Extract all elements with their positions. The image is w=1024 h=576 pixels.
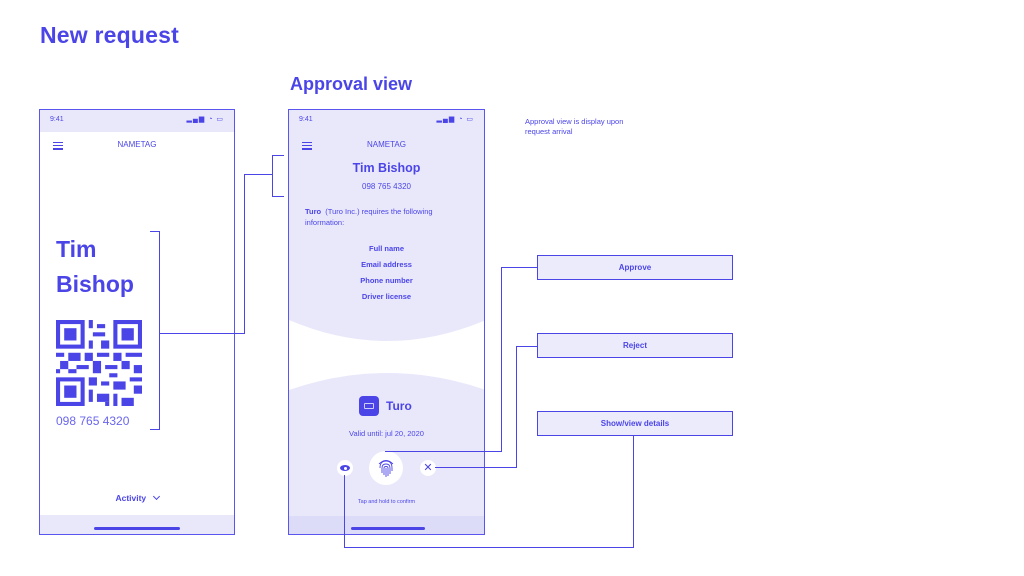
requester-name: Turo (305, 207, 322, 216)
reject-connector (516, 346, 518, 468)
user-name: Tim Bishop (352, 161, 421, 175)
details-connector (633, 436, 635, 548)
bracket-bottom (150, 429, 160, 431)
user-last-name: Bishop (56, 271, 134, 297)
valid-until-text: Valid until: jul 20, 2020 (349, 429, 424, 438)
field-item: Email address (361, 260, 412, 269)
request-panel-background (289, 110, 484, 341)
status-time: 9:41 (50, 116, 64, 123)
approve-connector (385, 451, 502, 453)
field-item: Full name (368, 244, 404, 253)
reject-button[interactable]: ✕ (420, 460, 436, 476)
status-bar: 9:41 ▂▄▆ ◔ ▭ (40, 110, 234, 132)
request-text: (Turo Inc.) requires the following infor… (305, 207, 433, 227)
hamburger-menu-icon[interactable] (302, 142, 312, 150)
fingerprint-confirm-button[interactable] (369, 451, 403, 485)
connector-line (244, 174, 273, 176)
new-request-heading: New request (40, 22, 179, 48)
close-icon: ✕ (423, 462, 433, 474)
activity-label: Activity (115, 493, 147, 503)
app-title: NAMETAG (117, 140, 157, 149)
company-logo-icon (359, 396, 379, 416)
show-details-callout: Show/view details (537, 411, 733, 436)
status-bar: 9:41 ▂▄▆ ◔ ▭ (289, 110, 484, 132)
bracket-top (150, 231, 160, 233)
connector-bracket (272, 155, 274, 197)
company-name: Turo (386, 399, 412, 413)
user-first-name: Tim (56, 236, 97, 262)
reject-connector (516, 346, 537, 348)
phone-new-request: 9:41 ▂▄▆ ◔ ▭ NAMETAG Tim Bishop 098 765 … (39, 109, 235, 535)
bracket-vertical (159, 231, 161, 430)
home-indicator (351, 527, 425, 530)
approve-callout: Approve (537, 255, 733, 280)
activity-dropdown[interactable]: Activity (40, 492, 234, 503)
confirm-hint: Tap and hold to confirm (357, 499, 416, 505)
connector-line (160, 333, 245, 335)
approve-connector (501, 267, 503, 452)
request-description: Turo (Turo Inc.) requires the following … (305, 207, 470, 228)
requested-fields-list: Full name Email address Phone number Dri… (289, 241, 484, 305)
annotation-note: Approval view is display upon request ar… (525, 117, 624, 136)
details-connector (344, 547, 634, 549)
user-name: Tim Bishop (56, 232, 134, 302)
connector-bracket (272, 196, 284, 198)
status-time: 9:41 (299, 116, 313, 123)
chevron-down-icon (152, 492, 160, 501)
field-item: Driver license (361, 292, 412, 301)
view-details-button[interactable] (337, 460, 353, 476)
bottom-area (40, 515, 234, 534)
user-phone-number: 098 765 4320 (56, 414, 130, 428)
phone-approval-view: 9:41 ▂▄▆ ◔ ▭ NAMETAG Tim Bishop 098 765 … (288, 109, 485, 535)
field-item: Phone number (360, 276, 413, 285)
app-title: NAMETAG (367, 140, 406, 149)
user-phone-number: 098 765 4320 (362, 182, 411, 191)
bottom-area (289, 516, 484, 534)
approval-view-heading: Approval view (290, 74, 413, 94)
approve-connector (501, 267, 537, 269)
home-indicator (94, 527, 180, 530)
connector-line (244, 174, 246, 334)
signal-wifi-battery-icon: ▂▄▆ ◔ ▭ (436, 116, 474, 123)
fingerprint-icon (378, 460, 394, 477)
hamburger-menu-icon[interactable] (53, 142, 63, 150)
details-connector (344, 475, 346, 548)
connector-bracket (272, 155, 284, 157)
reject-callout: Reject (537, 333, 733, 358)
qr-code (56, 320, 142, 406)
signal-wifi-battery-icon: ▂▄▆ ◔ ▭ (186, 116, 224, 123)
reject-connector (435, 467, 517, 469)
